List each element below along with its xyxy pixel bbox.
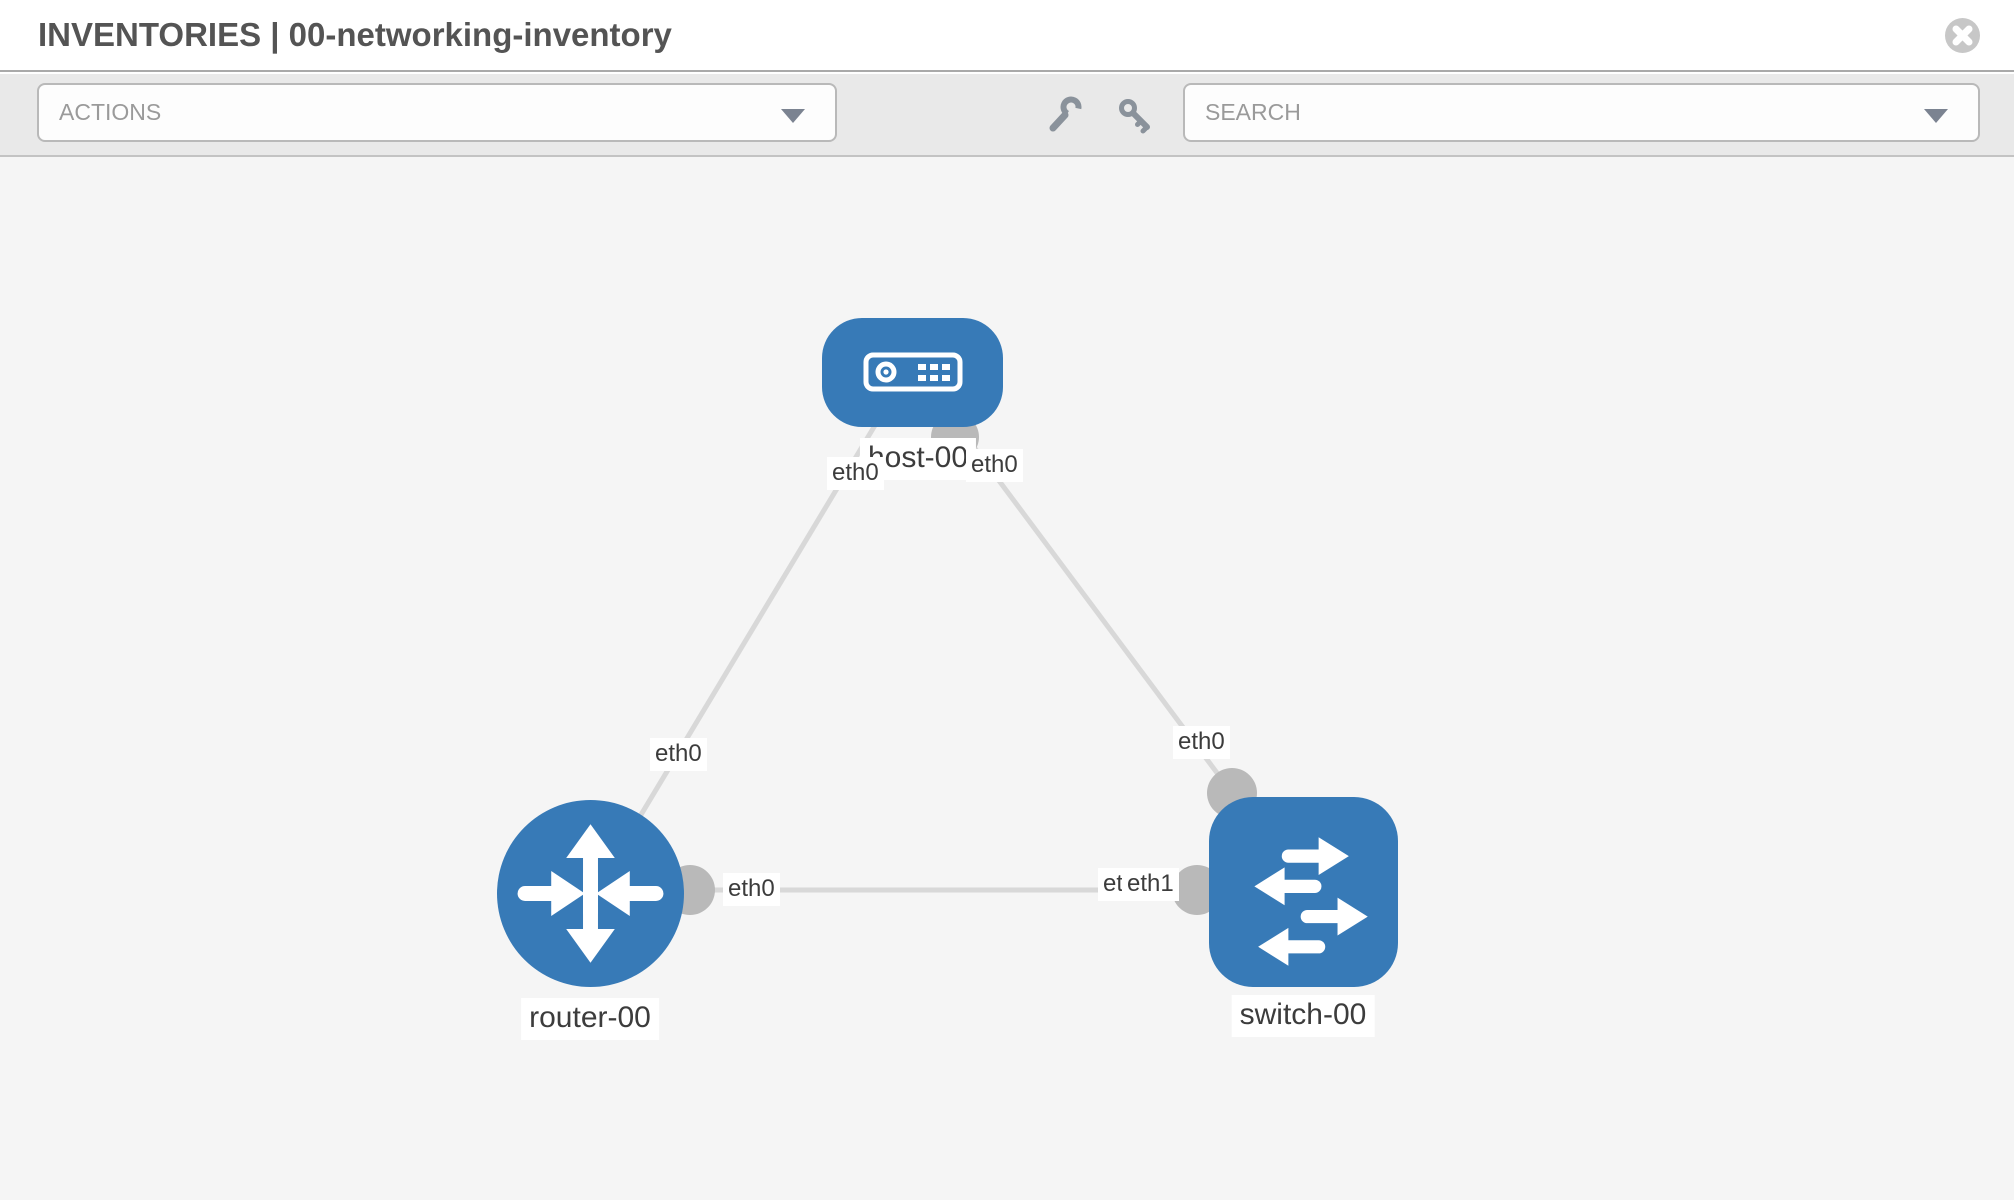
- key-icon[interactable]: [1116, 96, 1154, 134]
- interface-label-switch-eth0-uplink: eth0: [1173, 726, 1230, 759]
- topology-links-layer: [597, 413, 1257, 915]
- wrench-icon[interactable]: [1046, 96, 1084, 134]
- interface-label-host-eth0-right: eth0: [966, 449, 1023, 482]
- chevron-down-icon: [781, 109, 805, 123]
- interface-label-router-eth0: eth0: [723, 873, 780, 906]
- search-dropdown-label: SEARCH: [1205, 99, 1301, 125]
- titlebar: INVENTORIES | 00-networking-inventory: [0, 0, 2014, 72]
- node-label-switch-00[interactable]: switch-00: [1231, 995, 1375, 1037]
- interface-label-router-eth0-uplink: eth0: [650, 738, 707, 771]
- close-button[interactable]: [1945, 18, 1980, 53]
- node-host-00[interactable]: [822, 318, 1003, 427]
- topology-canvas[interactable]: host-00 router-00 switch-00 eth0 eth0 et…: [0, 157, 2014, 1200]
- node-router-00[interactable]: [497, 800, 684, 987]
- toolbar: ACTIONS SEARCH: [0, 74, 2014, 157]
- link-host-router[interactable]: [597, 415, 883, 885]
- node-switch-00[interactable]: [1209, 797, 1398, 987]
- node-label-router-00[interactable]: router-00: [521, 998, 659, 1040]
- interface-label-switch-eth1: eth1: [1122, 868, 1179, 901]
- chevron-down-icon: [1924, 109, 1948, 123]
- interface-label-host-eth0-left: eth0: [827, 457, 884, 490]
- actions-dropdown[interactable]: ACTIONS: [37, 83, 837, 142]
- actions-dropdown-label: ACTIONS: [59, 99, 162, 125]
- search-dropdown[interactable]: SEARCH: [1183, 83, 1980, 142]
- page-title: INVENTORIES | 00-networking-inventory: [38, 16, 672, 53]
